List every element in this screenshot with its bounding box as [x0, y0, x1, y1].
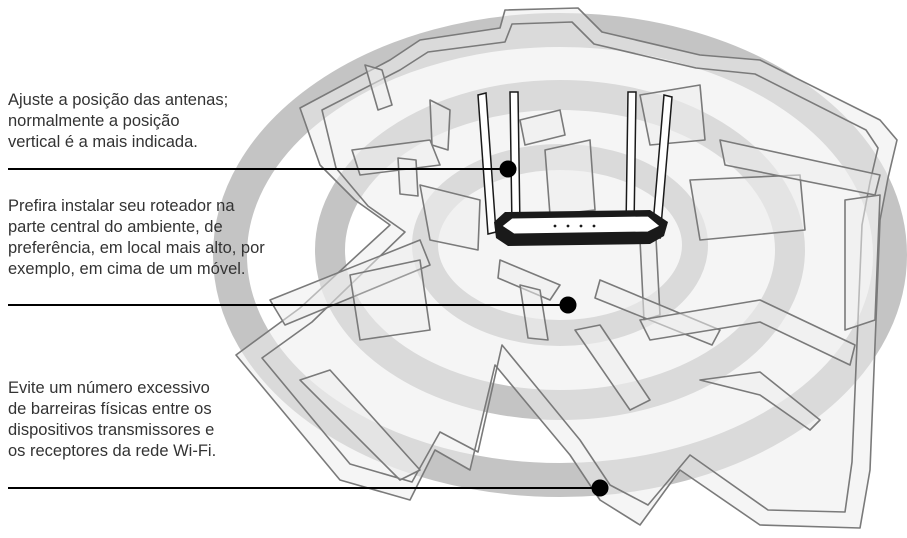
callout-antenna-text: Ajuste a posição das antenas; normalment…	[8, 91, 229, 151]
leader-lines	[8, 160, 609, 497]
callout-barriers-text: Evite um número excessivo de barreiras f…	[8, 379, 217, 460]
antenna-icon	[477, 91, 673, 239]
leader-dot-antenna	[499, 160, 517, 178]
router-icon	[477, 91, 673, 246]
leader-dot-barriers	[591, 479, 609, 497]
outer-wall	[235, 7, 898, 529]
callout-placement-text: Prefira instalar seu roteador na parte c…	[8, 197, 265, 278]
leader-dot-placement	[559, 296, 577, 314]
floor-plan-walls	[235, 7, 898, 529]
outer-wall-inner	[261, 21, 879, 513]
